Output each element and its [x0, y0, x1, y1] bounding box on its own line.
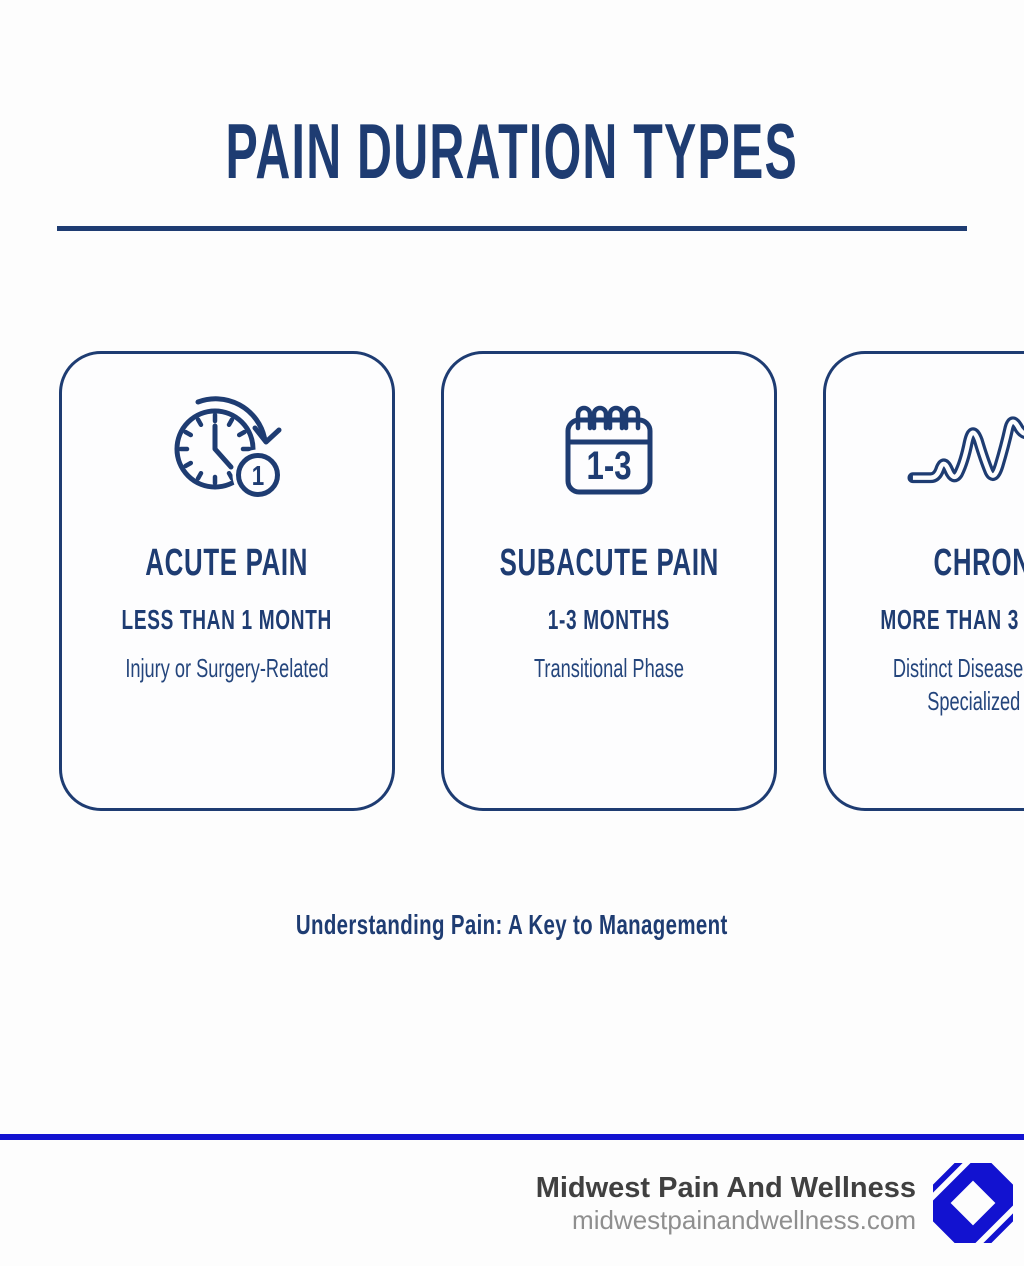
footer: Midwest Pain And Wellness midwestpainand… [0, 1140, 1024, 1266]
page-subtitle: Understanding Pain: A Key to Management [296, 909, 728, 940]
page-title: PAIN DURATION TYPES [0, 112, 1024, 190]
card-title: SUBACUTE PAIN [499, 542, 719, 584]
card-acute-pain: 1 ACUTE PAIN LESS THAN 1 MONTH Injury or… [59, 351, 395, 811]
calendar-icon: 1-3 [559, 390, 659, 510]
clock-countdown-icon: 1 [165, 390, 290, 510]
title-divider [57, 226, 967, 231]
squiggle-arrow-icon [907, 390, 1024, 510]
card-description: Injury or Surgery-Related [125, 653, 329, 683]
brand-website: midwestpainandwellness.com [572, 1205, 916, 1236]
card-duration: LESS THAN 1 MONTH [121, 604, 333, 635]
card-duration: 1-3 MONTHS [547, 604, 671, 635]
clock-badge-number: 1 [251, 461, 263, 492]
card-title: CHRONIC [933, 542, 1024, 584]
card-description: Distinct Disease Process, Specialized Ca… [892, 653, 1024, 716]
card-duration: MORE THAN 3 MONTHS [880, 604, 1024, 635]
footer-accent-rule [0, 1134, 1024, 1140]
footer-text: Midwest Pain And Wellness midwestpainand… [536, 1170, 916, 1236]
card-chronic: CHRONIC MORE THAN 3 MONTHS Distinct Dise… [823, 351, 1024, 811]
card-description: Transitional Phase [533, 653, 685, 683]
page-title-text: PAIN DURATION TYPES [225, 107, 799, 195]
calendar-range-label: 1-3 [586, 443, 631, 488]
card-subacute-pain: 1-3 SUBACUTE PAIN 1-3 MONTHS Transitiona… [441, 351, 777, 811]
pain-type-cards: 1 ACUTE PAIN LESS THAN 1 MONTH Injury or… [0, 351, 1024, 811]
card-title: ACUTE PAIN [145, 542, 309, 584]
brand-name: Midwest Pain And Wellness [535, 1171, 916, 1204]
diamond-logo-icon [927, 1157, 1019, 1249]
